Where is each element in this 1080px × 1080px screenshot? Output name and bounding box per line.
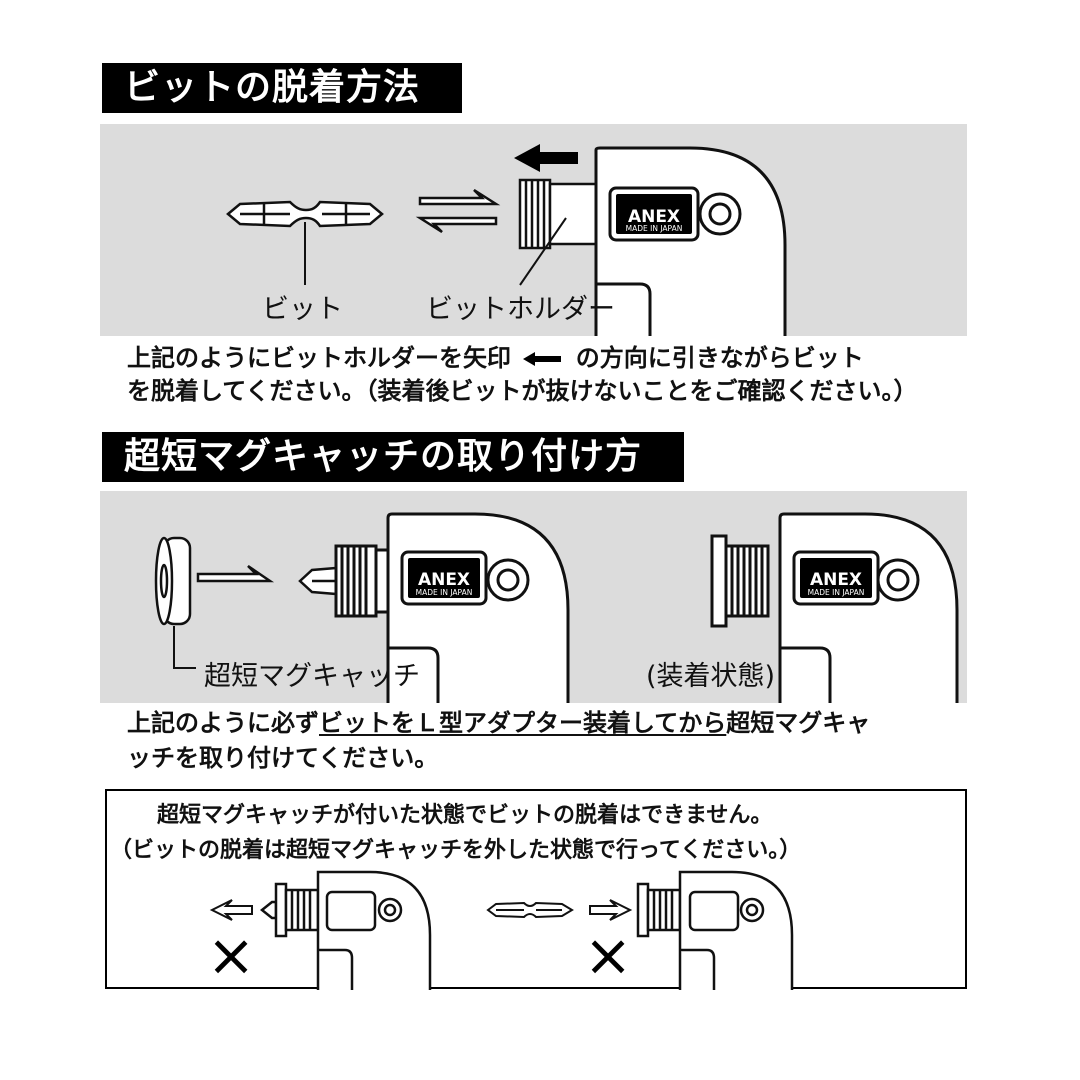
l-adapter-small-left xyxy=(259,870,432,990)
bit-removal-instruction-line1: 上記のようにビットホルダーを矢印 の方向に引きながらビット xyxy=(127,342,864,375)
notice-line1: 超短マグキャッチが付いた状態でビットの脱着はできません。 xyxy=(157,803,773,828)
l-adapter-small-right xyxy=(636,870,794,990)
bit-small-illustration xyxy=(486,901,574,919)
bit-illustration xyxy=(226,200,384,228)
right-arrow-icon xyxy=(589,899,633,921)
install-direction-arrow-icon xyxy=(196,564,275,583)
section-title-bit-removal: ビットの脱着方法 xyxy=(102,63,462,113)
l-adapter-body-1 xyxy=(334,512,570,703)
bit-holder-illustration xyxy=(518,178,598,250)
made-in-japan-label: MADE IN JAPAN xyxy=(416,588,473,597)
magcatch-instruction-line2: ッチを取り付けてください。 xyxy=(127,744,439,772)
anex-logo: ANEX xyxy=(418,570,470,590)
prohibited-mark-icon: × xyxy=(207,921,256,989)
instruction-pre: 上記のように必ず xyxy=(127,709,319,737)
bit-removal-instruction-line2: を脱着してください。（装着後ビットが抜けないことをご確認ください。） xyxy=(127,377,918,405)
attached-state-label: (装着状態) xyxy=(646,661,776,692)
prohibited-mark-icon: × xyxy=(584,921,633,989)
magcatch-instruction-line1: 上記のように必ずビットをＬ型アダプター装着してから超短マグキャ xyxy=(127,707,870,740)
magcatch-ring-illustration xyxy=(154,536,192,626)
instruction-text-b: の方向に引きながらビット xyxy=(575,344,864,372)
pull-direction-arrow-icon xyxy=(514,144,578,172)
inline-left-arrow-icon xyxy=(523,352,563,366)
instruction-post: 超短マグキャ xyxy=(726,709,871,737)
notice-line2: （ビットの脱着は超短マグキャッチを外した状態で行ってください。） xyxy=(110,838,802,863)
anex-logo: ANEX xyxy=(810,570,862,590)
bidirectional-arrow-icon xyxy=(415,188,501,234)
section-title-magcatch-install: 超短マグキャッチの取り付け方 xyxy=(102,432,684,482)
l-adapter-body xyxy=(594,146,787,336)
bit-holder-label: ビットホルダー xyxy=(426,294,615,325)
instruction-text-a: 上記のようにビットホルダーを矢印 xyxy=(127,344,511,372)
magcatch-label: 超短マグキャッチ xyxy=(204,661,420,692)
l-adapter-body-2 xyxy=(710,512,959,703)
instruction-underlined: ビットをＬ型アダプター装着してから xyxy=(319,709,727,737)
made-in-japan-label: MADE IN JAPAN xyxy=(626,224,683,233)
anex-logo: ANEX xyxy=(628,207,680,227)
made-in-japan-label: MADE IN JAPAN xyxy=(808,588,865,597)
left-arrow-icon xyxy=(209,899,253,921)
notice-box xyxy=(105,789,967,989)
bit-tip-illustration xyxy=(298,566,338,596)
bit-label: ビット xyxy=(262,294,343,325)
